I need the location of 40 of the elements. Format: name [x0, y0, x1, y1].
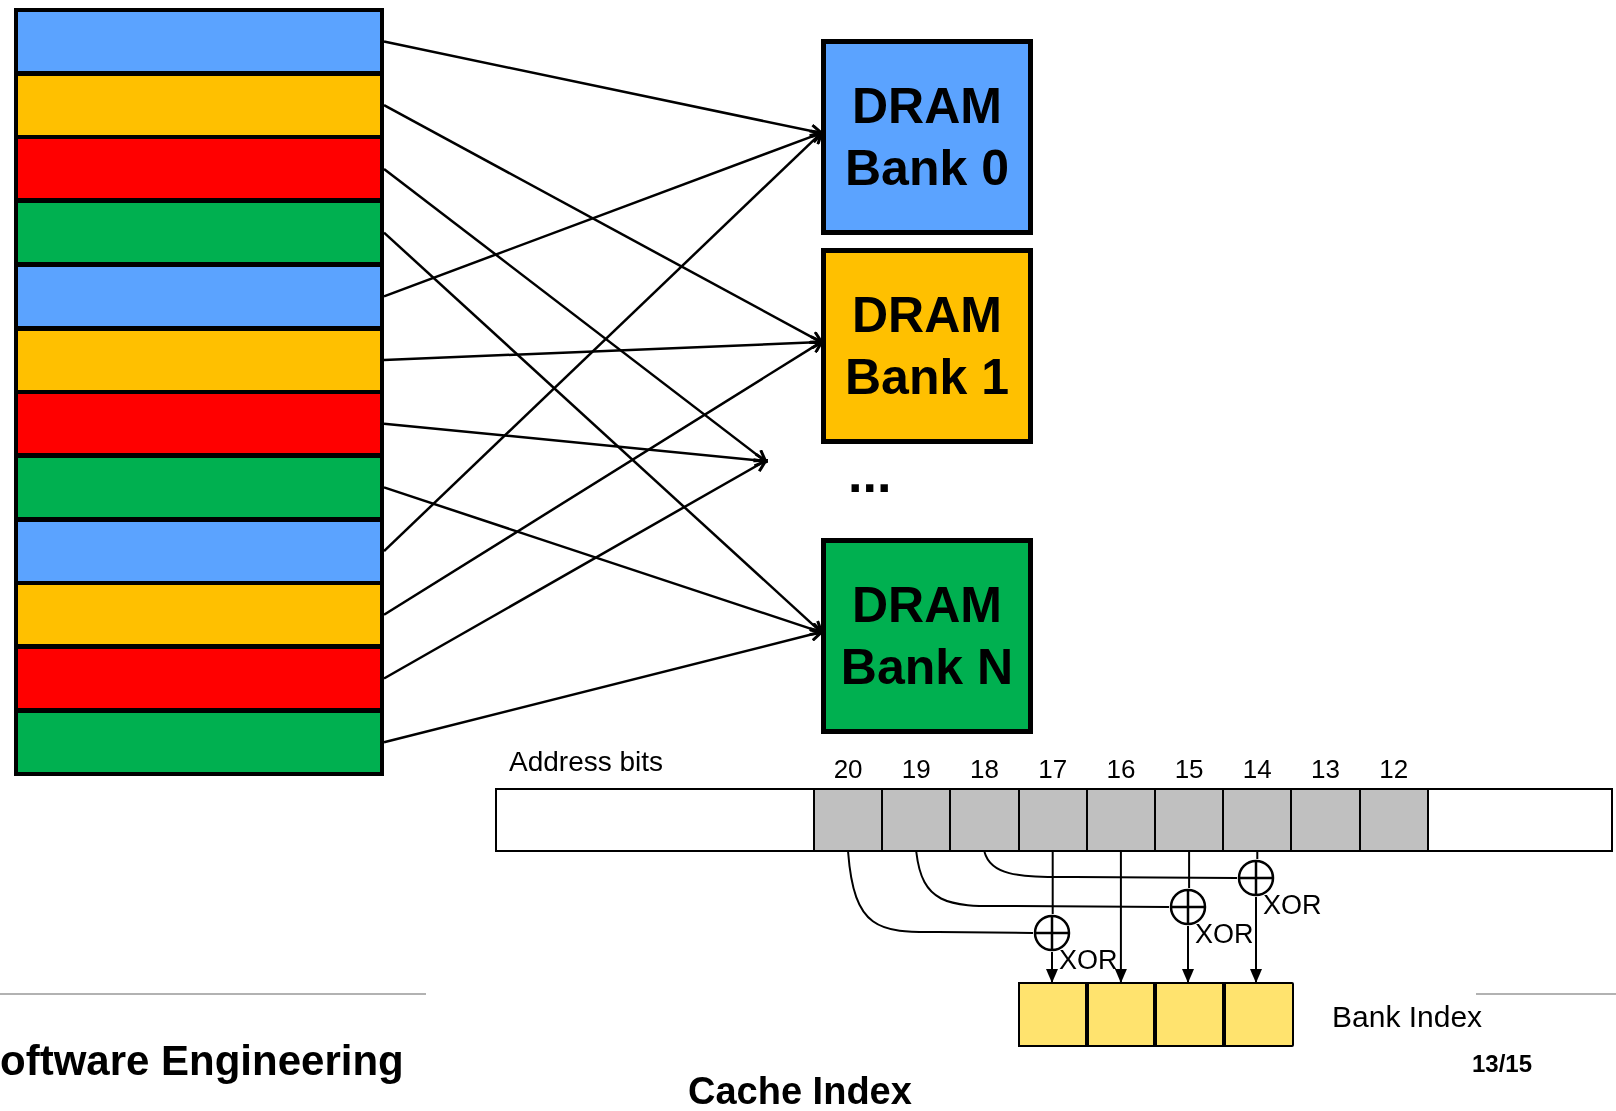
bank-index-bit-cell [1155, 982, 1224, 1047]
arrow [1114, 851, 1127, 983]
arrow [383, 459, 768, 680]
arrow [383, 167, 768, 464]
connector-line [915, 851, 1170, 908]
xor-label: XOR [1263, 892, 1322, 919]
arrow [1250, 896, 1262, 983]
footer-title: Cache Index [688, 1072, 912, 1110]
memory-row [14, 645, 384, 712]
connector-line [1256, 851, 1259, 860]
connector-line [983, 851, 1238, 879]
ellipsis: ... [848, 448, 892, 500]
connector-line [847, 851, 1034, 934]
arrow [1182, 925, 1194, 983]
memory-row [14, 8, 384, 75]
dram-bank-box: DRAM Bank N [821, 538, 1033, 734]
bit-number: 17 [1037, 756, 1069, 782]
bit-number: 16 [1105, 756, 1137, 782]
dram-bank-box: DRAM Bank 0 [821, 39, 1033, 235]
bank-index-bit-cell [1086, 982, 1155, 1047]
bit-number: 19 [900, 756, 932, 782]
dram-bank-box: DRAM Bank 1 [821, 248, 1033, 444]
bit-number: 18 [969, 756, 1000, 782]
arrow [1046, 951, 1058, 983]
address-caption: Address bits [509, 748, 664, 776]
bit-number: 20 [832, 756, 864, 782]
page-number: 13/15 [1472, 1052, 1533, 1076]
footer-text: oftware Engineering [0, 1040, 404, 1082]
bit-number: 12 [1378, 756, 1410, 782]
xor-label: XOR [1059, 947, 1118, 974]
bit-number: 13 [1310, 756, 1341, 782]
bank-index-caption: Bank Index [1332, 1002, 1483, 1032]
xor-label: XOR [1195, 921, 1254, 948]
bank-index-bit-cell [1223, 982, 1294, 1047]
arrow [383, 422, 768, 468]
connector-line [1051, 851, 1054, 915]
bit-number: 15 [1173, 756, 1205, 782]
bank-index-bit-cell [1018, 982, 1087, 1047]
bit-number: 14 [1241, 756, 1273, 782]
connector-line [1188, 851, 1191, 889]
